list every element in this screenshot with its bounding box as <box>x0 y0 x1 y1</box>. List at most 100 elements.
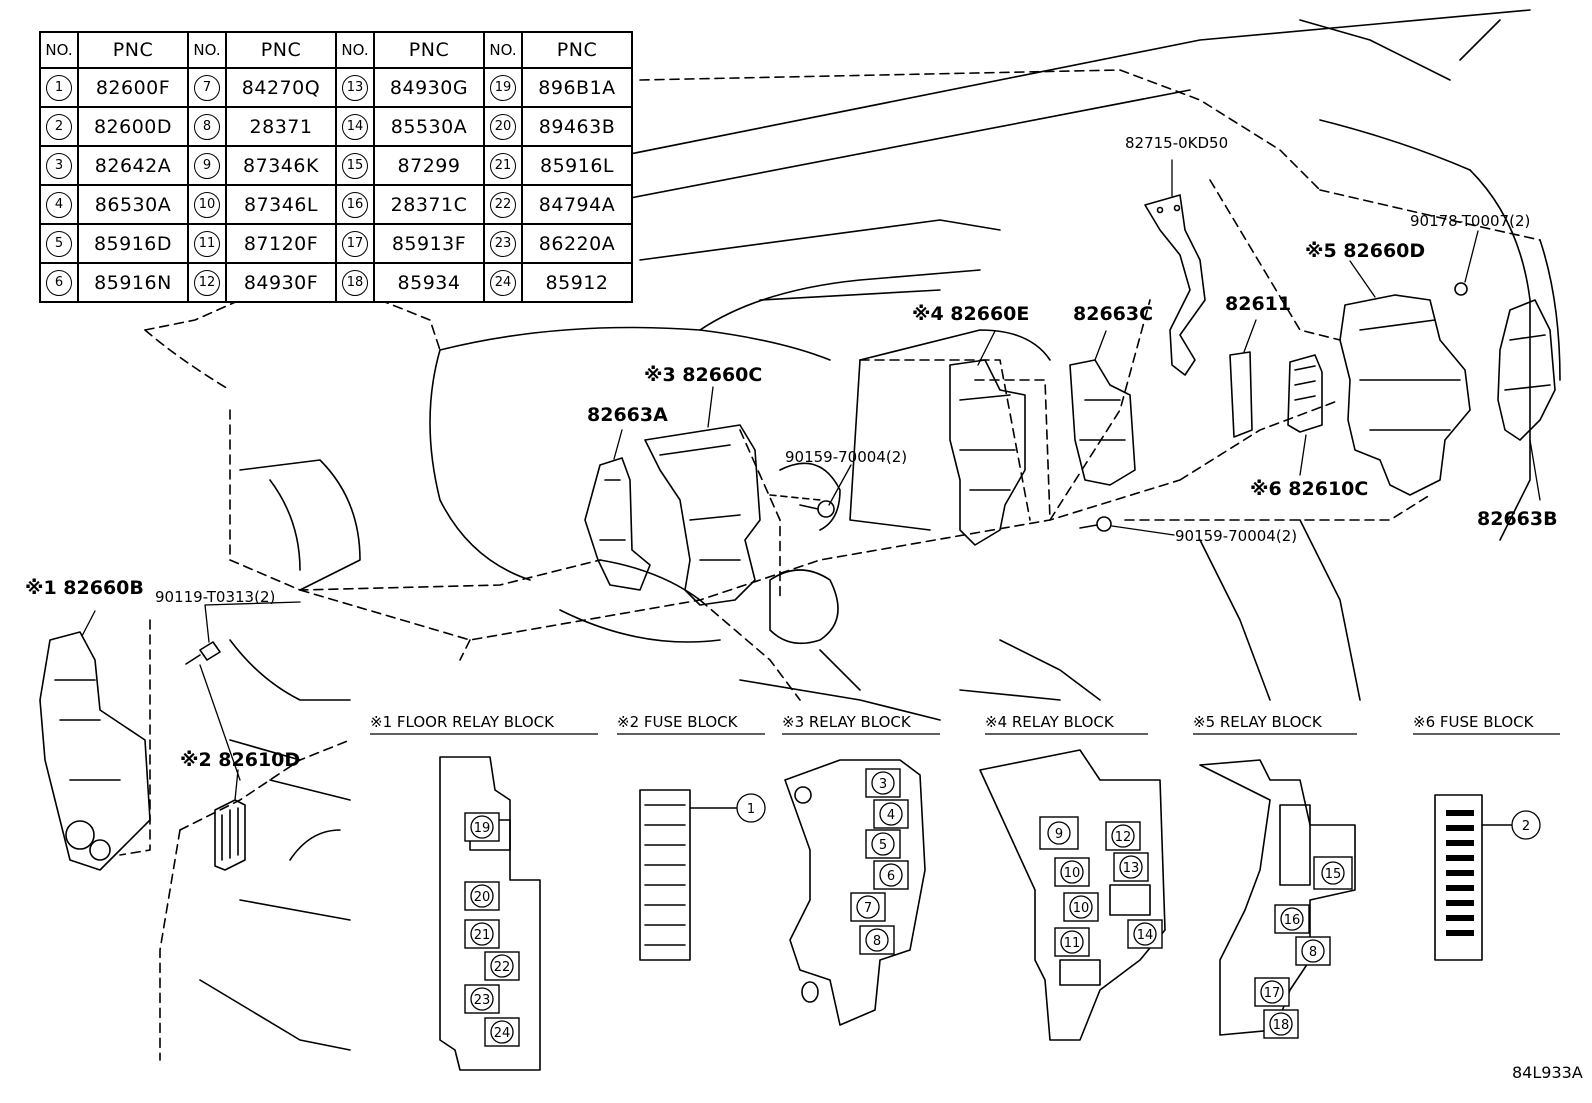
label-82660D: ※5 82660D <box>1305 240 1425 262</box>
pnc-cell: 87120F <box>225 223 337 264</box>
pnc-cell: 28371 <box>225 106 337 147</box>
fuse6-callout: 2 <box>1511 810 1541 840</box>
row-number-cell: 20 <box>483 106 523 147</box>
label-82660E: ※4 82660E <box>912 303 1029 325</box>
fuse-block-2 <box>639 789 738 961</box>
callout-18: 18 <box>1273 1018 1290 1033</box>
part-82663C <box>1069 359 1136 486</box>
pnc-cell: 85916L <box>521 145 633 186</box>
row-number: 13 <box>342 74 368 101</box>
callout-2: 2 <box>1522 819 1530 834</box>
row-number-cell: 13 <box>335 67 375 108</box>
row-number-cell: 23 <box>483 223 523 264</box>
row-number: 7 <box>194 74 220 101</box>
label-90159b: 90159-70004(2) <box>1175 527 1297 545</box>
callout-12: 12 <box>1115 830 1132 845</box>
pnc-cell: 82642A <box>77 145 189 186</box>
pnc-cell: 85934 <box>373 262 485 303</box>
pnc-cell: 85912 <box>521 262 633 303</box>
header-pnc-4: PNC <box>521 31 633 69</box>
row-number-cell: 11 <box>187 223 227 264</box>
row-number-cell: 21 <box>483 145 523 186</box>
pnc-cell: 84930G <box>373 67 485 108</box>
section-headings: ※1 FLOOR RELAY BLOCK ※2 FUSE BLOCK ※3 RE… <box>370 713 1560 735</box>
header-pnc-2: PNC <box>225 31 337 69</box>
row-number-cell: 18 <box>335 262 375 303</box>
pnc-cell: 89463B <box>521 106 633 147</box>
relay5-callouts: 15 16 8 17 18 <box>1254 856 1353 1039</box>
clip-90178 <box>1454 282 1468 296</box>
pnc-cell: 84794A <box>521 184 633 225</box>
callout-19: 19 <box>474 821 491 836</box>
row-number: 10 <box>194 191 220 218</box>
label-82715: 82715-0KD50 <box>1125 134 1228 152</box>
callout-24: 24 <box>494 1026 511 1041</box>
part-82660B <box>39 631 151 871</box>
header-no-3: NO. <box>335 31 375 69</box>
label-90178: 90178-T0007(2) <box>1410 212 1530 230</box>
floor-block-callouts: 19 20 21 22 23 24 <box>464 812 520 1047</box>
label-82660B: ※1 82660B <box>25 577 144 599</box>
callout-11: 11 <box>1064 936 1081 951</box>
pnc-cell: 87346K <box>225 145 337 186</box>
callout-13: 13 <box>1123 861 1140 876</box>
pnc-cell: 82600F <box>77 67 189 108</box>
part-82660D <box>1339 294 1471 496</box>
pnc-cell: 87299 <box>373 145 485 186</box>
row-number-cell: 22 <box>483 184 523 225</box>
pnc-cell: 86530A <box>77 184 189 225</box>
row-number: 16 <box>342 191 368 218</box>
fuse6-bars <box>1446 810 1474 936</box>
callout-8b: 8 <box>1309 945 1317 960</box>
header-no-4: NO. <box>483 31 523 69</box>
part-82610C <box>1287 354 1323 433</box>
fuse2-callout: 1 <box>736 793 766 823</box>
callout-5: 5 <box>879 838 887 853</box>
label-82610D: ※2 82610D <box>180 749 300 771</box>
header-no-1: NO. <box>39 31 79 69</box>
row-number: 8 <box>194 113 220 140</box>
callout-10a: 10 <box>1064 866 1081 881</box>
row-number-cell: 17 <box>335 223 375 264</box>
block-callouts: 19 20 21 22 23 24 1 3 4 5 6 7 8 9 12 10 … <box>464 768 1541 1047</box>
callout-9: 9 <box>1055 827 1063 842</box>
label-90159a: 90159-70004(2) <box>785 448 907 466</box>
section-fuse-block-2: ※2 FUSE BLOCK <box>617 713 739 731</box>
pnc-cell: 28371C <box>373 184 485 225</box>
row-number: 4 <box>46 191 72 218</box>
callout-17: 17 <box>1264 986 1281 1001</box>
row-number: 12 <box>194 269 220 296</box>
row-number-cell: 12 <box>187 262 227 303</box>
relay4-callouts: 9 12 10 13 10 11 14 <box>1039 816 1163 957</box>
relay-block-3 <box>784 759 926 1026</box>
part-82660E <box>949 359 1026 546</box>
row-number: 2 <box>46 113 72 140</box>
row-number: 14 <box>342 113 368 140</box>
row-number-cell: 4 <box>39 184 79 225</box>
label-82663C: 82663C <box>1073 303 1153 325</box>
section-relay-block-5: ※5 RELAY BLOCK <box>1193 713 1323 731</box>
header-pnc-1: PNC <box>77 31 189 69</box>
pnc-cell: 84930F <box>225 262 337 303</box>
pnc-cell: 85913F <box>373 223 485 264</box>
part-labels: 82715-0KD50 90178-T0007(2) ※5 82660D ※4 … <box>25 134 1558 771</box>
callout-8: 8 <box>873 934 881 949</box>
row-number-cell: 8 <box>187 106 227 147</box>
pnc-cell: 87346L <box>225 184 337 225</box>
row-number: 11 <box>194 230 220 257</box>
dashboard-structure <box>199 9 1561 1051</box>
row-number-cell: 9 <box>187 145 227 186</box>
part-82610D <box>214 799 246 871</box>
callout-7: 7 <box>864 901 872 916</box>
row-number: 23 <box>490 230 516 257</box>
callout-15: 15 <box>1325 867 1342 882</box>
section-relay-block-4: ※4 RELAY BLOCK <box>985 713 1115 731</box>
row-number: 20 <box>490 113 516 140</box>
